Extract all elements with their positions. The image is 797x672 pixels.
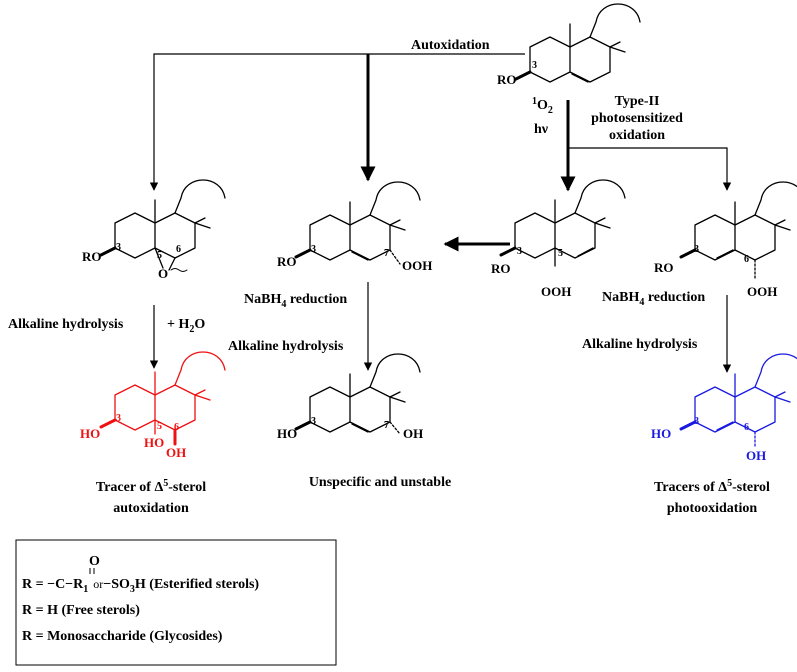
legend-carbonyl-o: O bbox=[89, 554, 100, 569]
parent-delta5-sterol bbox=[514, 3, 641, 83]
hydroperoxide5-ooh: OOH bbox=[541, 284, 571, 299]
epoxide-c3: 3 bbox=[116, 242, 121, 253]
legend-row2: R = H (Free sterols) bbox=[22, 603, 140, 618]
alkaline-hydrolysis-label-middle: Alkaline hydrolysis bbox=[228, 339, 344, 354]
tracer-autoxidation-caption-line2: autoxidation bbox=[113, 501, 189, 516]
triol-5-oh-label: HO bbox=[144, 435, 164, 450]
hydroxy6-ho: HO bbox=[651, 426, 671, 441]
hydroxy7-c3: 3 bbox=[311, 416, 316, 427]
tracer-photooxidation-caption-line1: Tracers of Δ5-sterol bbox=[654, 478, 770, 495]
nabh4-label-middle: NaBH4 reduction bbox=[244, 292, 347, 310]
legend-row1: R = −C−R1 or−SO3H (Esterified sterols) bbox=[22, 577, 259, 595]
sterol-5-hydroperoxide bbox=[499, 179, 626, 267]
r-group-legend: O R = −C−R1 or−SO3H (Esterified sterols)… bbox=[15, 539, 337, 666]
cholestane-triol-red bbox=[99, 351, 226, 446]
type2-label-line1: Type-II bbox=[615, 94, 660, 109]
plus-water-label: + H2O bbox=[167, 317, 205, 335]
parent-ro: RO bbox=[497, 72, 517, 87]
hydroperoxide7-c7: 7 bbox=[384, 248, 389, 259]
triol-c6: 6 bbox=[174, 422, 179, 433]
hydroperoxide6-c3: 3 bbox=[694, 244, 699, 255]
singlet-oxygen-label: 1O2 bbox=[532, 96, 553, 116]
sterol-7-hydroxy bbox=[294, 353, 421, 435]
hydroxy6-c3: 3 bbox=[694, 416, 699, 427]
light-label: hν bbox=[534, 122, 549, 137]
autoxidation-arrow-to-epoxide bbox=[149, 53, 525, 191]
triol-c5: 5 bbox=[157, 421, 162, 432]
legend-row3: R = Monosaccharide (Glycosides) bbox=[22, 629, 223, 644]
hydroxy6-oh: OH bbox=[746, 448, 766, 463]
alkaline-hydrolysis-label-right: Alkaline hydrolysis bbox=[582, 337, 698, 352]
hydroxy7-oh: OH bbox=[403, 426, 423, 441]
hydroperoxide5-c5: 5 bbox=[558, 248, 563, 259]
hydroperoxide5-c3: 3 bbox=[517, 246, 522, 257]
epoxide-o: O bbox=[158, 266, 168, 281]
hydroperoxide6-c6: 6 bbox=[744, 254, 749, 265]
legend-frame bbox=[15, 539, 337, 666]
hydroperoxide6-ro: RO bbox=[654, 260, 674, 275]
unspecific-caption: Unspecific and unstable bbox=[309, 475, 451, 490]
parent-c3: 3 bbox=[532, 60, 537, 71]
triol-ho: HO bbox=[80, 426, 100, 441]
hydroperoxide7-ro: RO bbox=[277, 254, 297, 269]
hydroperoxide6-ooh: OOH bbox=[747, 284, 777, 299]
sterol-6-hydroxy-blue bbox=[679, 353, 797, 447]
epoxide-intermediate bbox=[99, 179, 226, 272]
hydroxy7-c7: 7 bbox=[384, 420, 389, 431]
epoxide-c6: 6 bbox=[176, 244, 181, 255]
hydroxy7-ho: HO bbox=[277, 426, 297, 441]
tracer-autoxidation-caption-line1: Tracer of Δ5-sterol bbox=[96, 478, 206, 495]
sterol-6-hydroperoxide bbox=[679, 181, 797, 279]
type2-label-line3: oxidation bbox=[609, 128, 665, 143]
hydroperoxide7-c3: 3 bbox=[311, 244, 316, 255]
photooxidation-arrow-to-6-hydroperoxide bbox=[568, 147, 732, 191]
type2-label-line2: photosensitized bbox=[591, 111, 683, 126]
nabh4-label-right: NaBH4 reduction bbox=[602, 290, 705, 308]
photooxidation-branch: 1O2 hν Type-II photosensitized oxidation bbox=[532, 94, 732, 192]
autoxidation-branch: Autoxidation bbox=[149, 38, 525, 191]
hydroperoxide5-ro: RO bbox=[491, 261, 511, 276]
hydroxy6-c6: 6 bbox=[744, 422, 749, 433]
tracer-photooxidation-caption-line2: photooxidation bbox=[667, 501, 757, 516]
sterol-7-hydroperoxide bbox=[294, 181, 421, 265]
triol-6-oh: OH bbox=[166, 445, 186, 460]
triol-c3: 3 bbox=[116, 413, 121, 424]
epoxide-c5: 5 bbox=[157, 250, 162, 261]
hydroperoxide7-ooh: OOH bbox=[402, 258, 432, 273]
epoxide-ro: RO bbox=[82, 249, 102, 264]
autoxidation-label: Autoxidation bbox=[411, 38, 490, 53]
alkaline-hydrolysis-label-left: Alkaline hydrolysis bbox=[8, 317, 124, 332]
